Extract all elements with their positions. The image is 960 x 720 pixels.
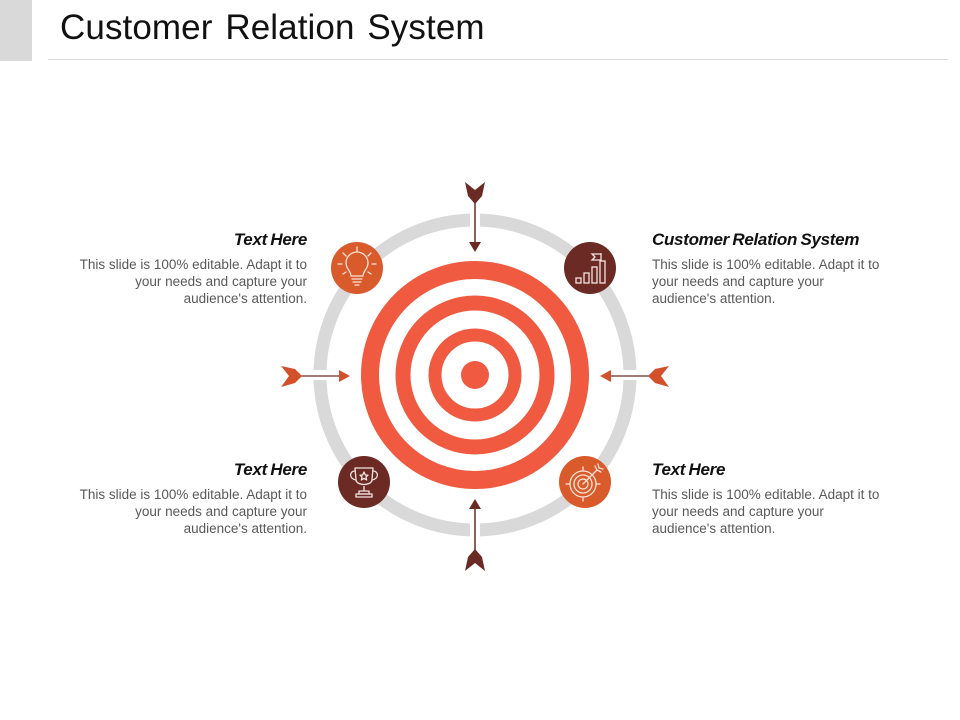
arrow-from-right: [600, 366, 669, 387]
target-arrow-icon: [559, 456, 611, 508]
body-line: This slide is 100% editable. Adapt it to: [79, 257, 307, 272]
arrow-head: [339, 370, 350, 382]
page-title: Customer Relation System: [60, 8, 485, 47]
body-line: your needs and capture your: [652, 504, 824, 519]
trophy-icon: [338, 456, 390, 508]
ring-gap-right: [622, 370, 642, 380]
text-block-bottom-left: Text Here This slide is 100% editable. A…: [57, 460, 308, 537]
block-body: This slide is 100% editable. Adapt it to…: [652, 256, 932, 307]
arrow-from-top: [465, 182, 485, 252]
text-block-top-right: Customer Relation System This slide is 1…: [652, 230, 932, 307]
arrow-fletching: [648, 366, 669, 387]
text-block-top-left: Text Here This slide is 100% editable. A…: [57, 230, 308, 307]
arrow-head: [469, 499, 481, 509]
text-block-bottom-right: Text Here This slide is 100% editable. A…: [652, 460, 932, 537]
title-divider: [48, 59, 948, 60]
lightbulb-icon: [331, 242, 383, 294]
arrow-fletching: [465, 549, 485, 571]
body-line: This slide is 100% editable. Adapt it to: [652, 257, 880, 272]
target-ring-outer: [361, 261, 589, 489]
icon-circle-brown: [564, 242, 616, 294]
body-line: audience's attention.: [183, 291, 307, 306]
body-line: audience's attention.: [652, 521, 776, 536]
block-heading: Customer Relation System: [652, 230, 860, 249]
target-ring-inner: [428, 328, 522, 422]
block-heading: Text Here: [233, 460, 307, 479]
block-body: This slide is 100% editable. Adapt it to…: [57, 486, 307, 537]
body-line: your needs and capture your: [135, 274, 307, 289]
block-heading: Text Here: [233, 230, 307, 249]
bullseye-target: [361, 261, 589, 489]
block-body: This slide is 100% editable. Adapt it to…: [652, 486, 932, 537]
arrow-from-bottom: [465, 499, 485, 571]
block-body: This slide is 100% editable. Adapt it to…: [57, 256, 307, 307]
arrow-from-left: [281, 366, 350, 387]
block-heading: Text Here: [652, 460, 726, 479]
icon-circle-orange: [331, 242, 383, 294]
body-line: This slide is 100% editable. Adapt it to: [652, 487, 880, 502]
arrow-head: [469, 242, 481, 252]
title-side-bar: [0, 0, 32, 61]
body-line: your needs and capture your: [652, 274, 824, 289]
ring-gap-left: [308, 370, 328, 380]
arrow-fletching: [465, 182, 485, 204]
body-line: This slide is 100% editable. Adapt it to: [79, 487, 307, 502]
body-line: audience's attention.: [652, 291, 776, 306]
target-ring-middle: [395, 295, 555, 455]
icon-circle-brown: [338, 456, 390, 508]
arrow-head: [600, 370, 611, 382]
body-line: audience's attention.: [183, 521, 307, 536]
arrow-fletching: [281, 366, 302, 387]
growth-bar-chart-flag-icon: [564, 242, 616, 294]
target-bullseye: [461, 361, 489, 389]
body-line: your needs and capture your: [135, 504, 307, 519]
